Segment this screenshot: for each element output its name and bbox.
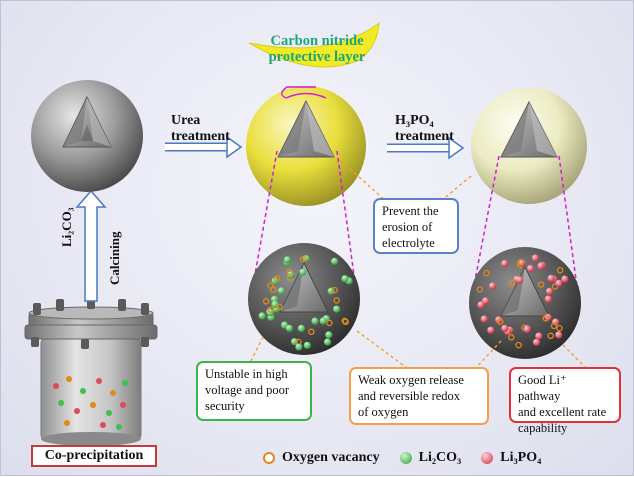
li3po4-particle — [555, 279, 563, 287]
co-precipitation-label: Co-precipitation — [31, 445, 157, 467]
coated-sphere — [246, 86, 366, 206]
co-precipitation-vessel — [24, 297, 158, 446]
li3po4-icon — [481, 452, 494, 464]
li3po4-particle — [531, 254, 539, 262]
oxygen-vacancy-mark — [262, 298, 270, 305]
legend: Oxygen vacancy Li₂CO₃ Li₃PO₄ — [263, 445, 603, 471]
oxygen-vacancy-mark — [508, 280, 516, 287]
legend-li2co3: Li₂CO₃ — [399, 450, 462, 466]
oxygen-vacancy-mark — [483, 269, 490, 277]
li3po4-particle — [487, 326, 495, 334]
urea-treatment-label: Urea treatment — [171, 113, 230, 144]
li2co3-particle — [297, 324, 305, 332]
note-good-pathway: Good Li⁺ pathway and excellent rate capa… — [509, 367, 621, 435]
oxygen-vacancy-mark — [267, 282, 274, 289]
li2co3-icon — [399, 452, 412, 464]
protective-layer-crescent — [248, 21, 380, 68]
li2co3-particle — [323, 338, 332, 346]
li3po4-particle — [477, 301, 485, 309]
zoom-connectors — [250, 150, 580, 302]
carbon-nitride-label: Carbon nitride protective layer — [268, 33, 366, 65]
li3po4-particle — [537, 262, 545, 270]
li2co3-particle — [303, 341, 311, 349]
note-unstable: Unstable in high voltage and poor securi… — [196, 361, 312, 421]
oxygen-vacancy-mark — [537, 281, 545, 288]
oxygen-vacancy-mark — [300, 255, 307, 263]
calcining-arrow — [75, 189, 107, 302]
oxygen-vacancy-mark — [331, 286, 338, 294]
li3po4-particle — [544, 295, 552, 303]
oxygen-vacancy-mark — [547, 332, 554, 340]
li3po4-particle — [516, 276, 524, 284]
li2co3-particle — [325, 331, 333, 339]
li3po4-cross-section — [469, 247, 581, 359]
oxygen-vacancy-mark — [515, 341, 522, 349]
oxygen-vacancy-mark — [556, 266, 564, 274]
oxygen-vacancy-mark — [342, 318, 349, 326]
li3po4-particle — [545, 287, 554, 295]
li3po4-particle — [488, 282, 497, 290]
oxygen-vacancy-mark — [556, 324, 563, 332]
li2co3-particle — [285, 324, 293, 332]
oxygen-vacancy-icon — [263, 452, 275, 464]
li2co3-particle — [283, 256, 291, 264]
oxygen-vacancy-mark — [273, 275, 281, 282]
precursor-sphere — [31, 80, 143, 192]
li3po4-particle — [532, 338, 541, 346]
li3po4-particle — [501, 260, 509, 268]
legend-label: Li₂CO₃ — [418, 450, 462, 465]
urea-arrow-head — [226, 135, 243, 159]
li2co3-particle — [277, 287, 285, 295]
calcining-label: Calcining — [107, 231, 122, 285]
oxygen-vacancy-mark — [270, 286, 277, 293]
calcining-formula-label: Li₂CO₃ — [59, 207, 74, 247]
h3po4-arrow-head — [448, 136, 465, 160]
li2co3-particle — [299, 268, 307, 276]
li2co3-particle — [331, 257, 339, 265]
h3po4-treatment-label: H₃PO₄ treatment — [395, 113, 454, 144]
legend-li3po4: Li₃PO₄ — [481, 450, 541, 466]
oxygen-vacancy-mark — [550, 322, 558, 330]
oxygen-vacancy-mark — [267, 306, 275, 313]
treated-sphere — [471, 88, 587, 204]
li2co3-particle — [333, 305, 341, 313]
legend-oxygen-vacancy: Oxygen vacancy — [263, 450, 380, 466]
legend-label: Oxygen vacancy — [282, 450, 380, 465]
oxygen-vacancy-mark — [476, 286, 484, 293]
li3po4-particle — [501, 324, 509, 332]
oxygen-vacancy-mark — [517, 259, 524, 266]
oxygen-vacancy-mark — [341, 317, 348, 325]
li2co3-particle — [295, 343, 303, 351]
li3po4-particle — [526, 264, 535, 273]
li2co3-particle — [311, 317, 319, 325]
oxygen-vacancy-mark — [276, 303, 283, 311]
oxygen-vacancy-mark — [308, 328, 315, 336]
note-weak-oxygen: Weak oxygen release and reversible redox… — [349, 367, 489, 425]
li2co3-particle — [319, 317, 327, 325]
li2co3-particle — [341, 275, 349, 283]
oxygen-vacancy-mark — [333, 297, 340, 304]
oxygen-vacancy-mark — [508, 334, 515, 341]
oxygen-vacancy-mark — [286, 268, 293, 276]
li3po4-particle — [555, 331, 563, 339]
legend-label: Li₃PO₄ — [500, 450, 542, 465]
li2co3-cross-section — [248, 243, 360, 355]
oxygen-vacancy-mark — [542, 314, 549, 322]
li3po4-particle — [547, 274, 555, 282]
oxygen-vacancy-mark — [326, 319, 333, 327]
li3po4-particle — [480, 315, 488, 323]
li3po4-particle — [523, 325, 531, 333]
li2co3-particle — [327, 287, 335, 295]
note-prevent-erosion: Prevent the erosion of electrolyte — [373, 198, 459, 254]
li3po4-particle — [535, 332, 543, 340]
li3po4-particle — [561, 275, 569, 283]
oxygen-vacancy-mark — [497, 318, 504, 325]
li2co3-particle — [258, 312, 266, 320]
